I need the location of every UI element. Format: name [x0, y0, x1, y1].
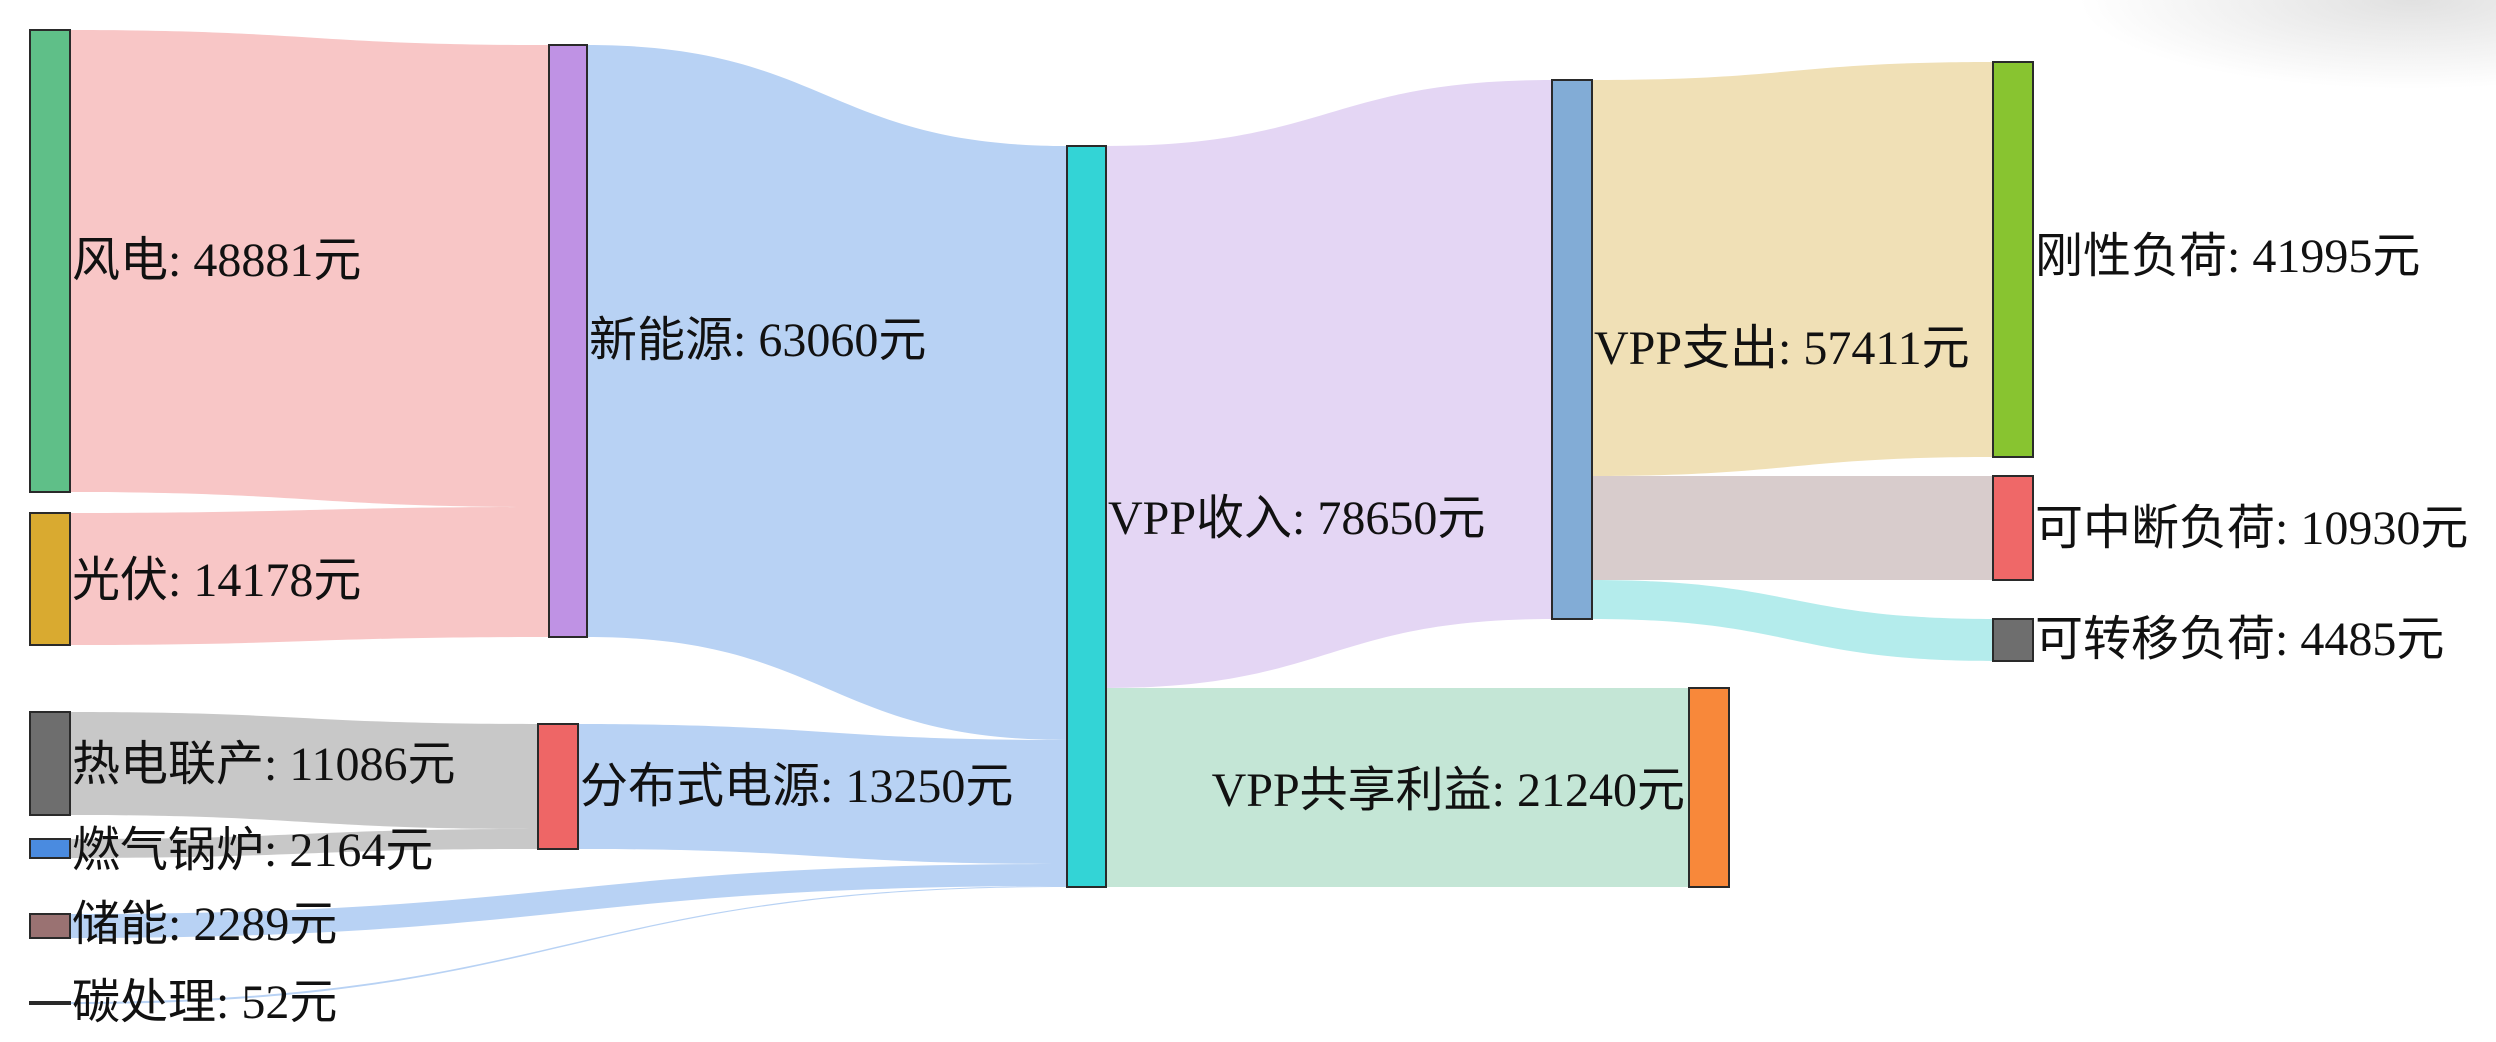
- node-label: 可中断负荷: 10930元: [2035, 502, 2468, 555]
- node-label: VPP收入: 78650元: [1108, 492, 1485, 545]
- node-label: 光伏: 14178元: [72, 554, 361, 607]
- node-vppout: [1551, 79, 1593, 620]
- sankey-links: [70, 30, 1993, 1004]
- node-label: 刚性负荷: 41995元: [2035, 230, 2420, 283]
- sankey-nodes: [29, 29, 2034, 1005]
- node-gas: [29, 838, 71, 859]
- node-vppin: [1066, 145, 1107, 888]
- node-label: VPP共享利益: 21240元: [1212, 764, 1685, 817]
- node-share: [1688, 687, 1730, 888]
- node-label: 风电: 48881元: [72, 234, 361, 287]
- link-储能-VPP收入: [70, 864, 1067, 938]
- link-VPP支出-刚性负荷: [1592, 62, 1993, 476]
- node-renew: [548, 44, 588, 638]
- node-label: 可转移负荷: 4485元: [2035, 613, 2444, 666]
- node-rigid: [1992, 61, 2034, 458]
- link-燃气锅炉-分布式电源: [70, 829, 538, 858]
- node-label: 热电联产: 11086元: [72, 738, 456, 791]
- node-label: 碳处理: 52元: [72, 976, 337, 1029]
- link-热电联产-分布式电源: [70, 712, 538, 829]
- corner-shadow: [2076, 0, 2496, 90]
- node-carbon: [29, 1001, 71, 1005]
- link-光伏-新能源: [70, 507, 549, 645]
- node-interrupt: [1992, 475, 2034, 581]
- node-pv: [29, 512, 71, 646]
- node-storage: [29, 913, 71, 939]
- node-label: 新能源: 63060元: [589, 314, 926, 367]
- node-shift: [1992, 618, 2034, 662]
- link-VPP收入-VPP支出: [1106, 80, 1552, 688]
- link-新能源-VPP收入: [587, 45, 1067, 740]
- node-wind: [29, 29, 71, 493]
- node-label: 储能: 2289元: [72, 898, 337, 951]
- link-分布式电源-VPP收入: [578, 724, 1067, 864]
- link-VPP支出-可中断负荷: [1592, 476, 1993, 580]
- link-风电-新能源: [70, 30, 549, 507]
- node-label: VPP支出: 57411元: [1594, 322, 1970, 375]
- link-碳处理-VPP收入: [70, 886, 1067, 1004]
- node-chp: [29, 711, 71, 816]
- link-VPP收入-VPP共享利益: [1106, 688, 1689, 887]
- node-label: 燃气锅炉: 2164元: [72, 824, 433, 877]
- link-VPP支出-可转移负荷: [1592, 580, 1993, 661]
- node-dist: [537, 723, 579, 850]
- node-label: 分布式电源: 13250元: [580, 760, 1013, 813]
